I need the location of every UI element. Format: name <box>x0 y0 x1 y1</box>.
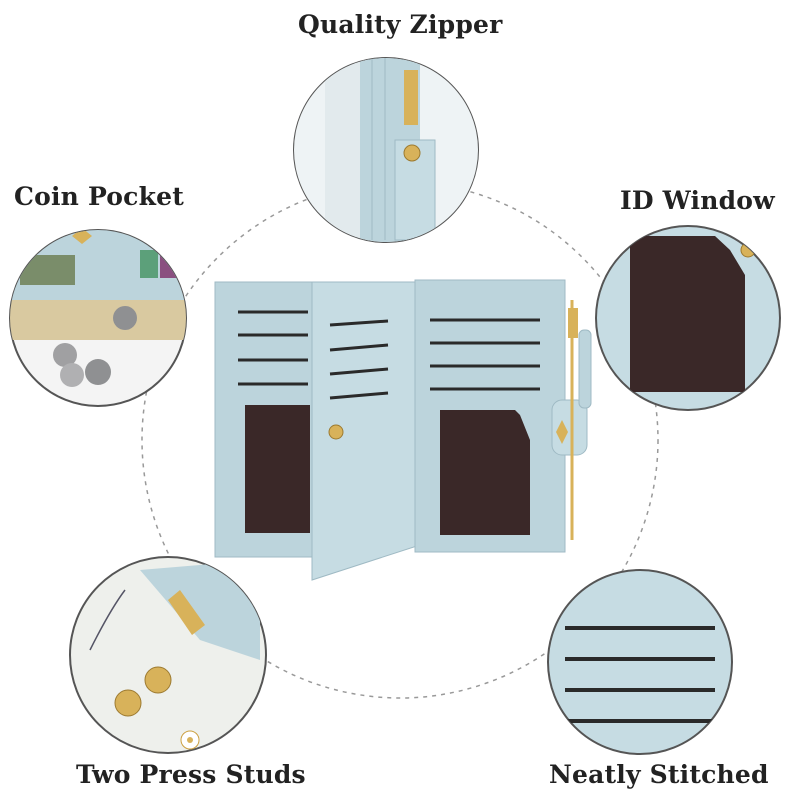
left-id-window <box>245 405 310 533</box>
wallet-middle-flap <box>311 281 421 581</box>
right-id-window <box>440 410 530 535</box>
stitch-callout-circle <box>547 569 733 755</box>
left-card-slots <box>238 310 308 386</box>
zipper-callout-content <box>294 58 478 242</box>
zipper-strap <box>578 329 592 409</box>
stitch-callout-content <box>565 626 715 723</box>
coin-pocket-label: Coin Pocket <box>14 182 184 211</box>
neatly-stitched-label: Neatly Stitched <box>549 760 769 789</box>
right-card-slots <box>430 318 540 391</box>
middle-card-slots <box>329 319 389 400</box>
leaf-ornament <box>556 420 568 444</box>
snap-button <box>328 424 344 440</box>
strap-tab <box>551 399 588 456</box>
wallet-open <box>214 279 592 581</box>
zipper-pull <box>568 308 578 338</box>
id-window-label: ID Window <box>620 186 775 215</box>
studs-callout-content <box>89 560 260 750</box>
quality-zipper-label: Quality Zipper <box>298 10 503 39</box>
two-press-studs-label: Two Press Studs <box>76 760 306 789</box>
